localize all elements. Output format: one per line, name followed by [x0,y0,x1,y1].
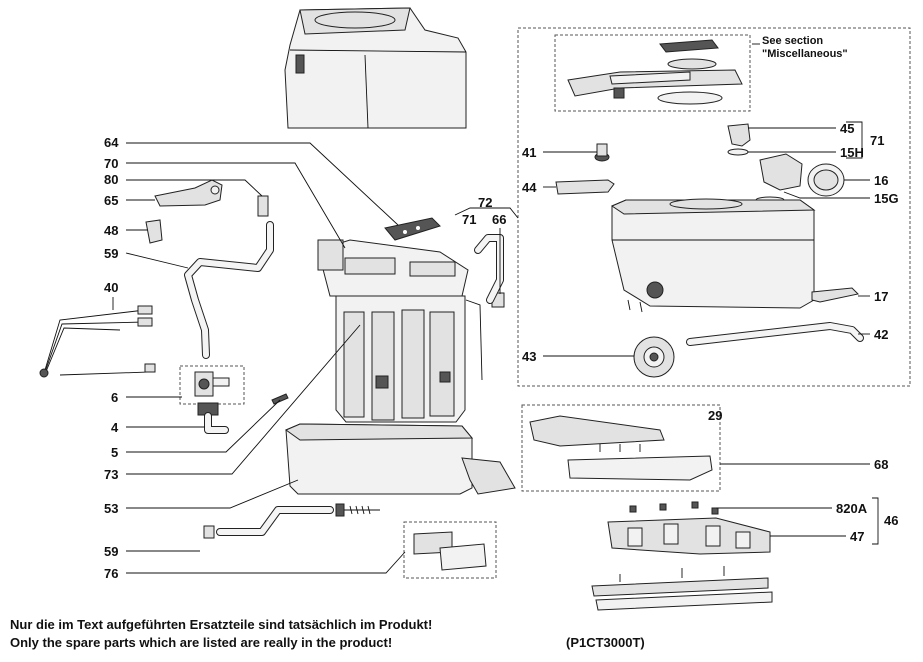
callout-17: 17 [874,289,888,304]
callout-70: 70 [104,156,118,171]
base-tub-53 [284,423,516,495]
tank-assembly-frame-29 [517,27,911,387]
footer-note-english: Only the spare parts which are listed ar… [10,635,393,650]
waste-tank [610,198,816,313]
part-4-elbow [197,402,229,434]
callout-53: 53 [104,501,118,516]
part-16-spout [755,153,845,204]
part-6-valve [194,371,230,397]
part-76-box [403,521,497,579]
see-section-line1: See section [762,35,823,47]
callout-45: 45 [840,121,854,136]
part-44-handle [555,179,615,195]
part-80-fitting [257,195,269,217]
main-chassis-73 [317,234,505,423]
callout-820A: 820A [836,501,868,516]
miscellaneous-box [554,34,751,112]
part-45-cap [727,123,751,156]
leader-lines [112,43,879,574]
misc-parts [567,39,743,105]
top-cover-part [284,7,467,129]
part-6-box [179,365,245,405]
part-76-bracket [413,531,487,571]
callout-73: 73 [104,467,118,482]
see-section-line2: "Miscellaneous" [762,48,848,60]
callout-46: 46 [884,513,898,528]
callout-66: 66 [492,212,506,227]
callout-44: 44 [522,180,537,195]
part-65-lever [154,179,223,207]
callout-labels: 64 70 80 65 48 59 40 6 4 5 73 53 59 76 7… [104,35,899,581]
callout-76: 76 [104,566,118,581]
footer-note-german: Nur die im Text aufgeführten Ersatzteile… [10,617,433,632]
callout-16: 16 [874,173,888,188]
callout-72: 72 [478,195,492,210]
part-48-clip [145,219,163,244]
part-43-wheel [633,336,675,378]
callout-15G: 15G [874,191,899,206]
callout-59-lower: 59 [104,544,118,559]
callout-5: 5 [111,445,118,460]
callout-47: 47 [850,529,864,544]
part-68-box [521,404,721,492]
callout-71-left: 71 [462,212,476,227]
callout-6: 6 [111,390,118,405]
callout-64: 64 [104,135,119,150]
part-47-mount [607,501,771,555]
part-17-bracket [811,287,860,303]
callout-15H: 15H [840,145,864,160]
callout-65: 65 [104,193,118,208]
part-64-clip [384,217,441,241]
callout-40: 40 [104,280,118,295]
callout-4: 4 [111,420,119,435]
bottom-rails [591,566,773,611]
part-42-handle [686,322,864,346]
part-41-knob [594,143,610,162]
callout-59-upper: 59 [104,246,118,261]
callout-68: 68 [874,457,888,472]
hose-59-lower [203,503,380,539]
callout-80: 80 [104,172,118,187]
wiring-harness-40 [39,305,156,378]
callout-43: 43 [522,349,536,364]
callout-48: 48 [104,223,118,238]
part-68-rails [529,415,713,481]
model-code: (P1CT3000T) [566,635,645,650]
part-5-screw [271,393,289,405]
callout-71-right: 71 [870,133,884,148]
callout-29: 29 [708,408,722,423]
hose-59-upper [184,221,274,359]
callout-41: 41 [522,145,536,160]
callout-42: 42 [874,327,888,342]
